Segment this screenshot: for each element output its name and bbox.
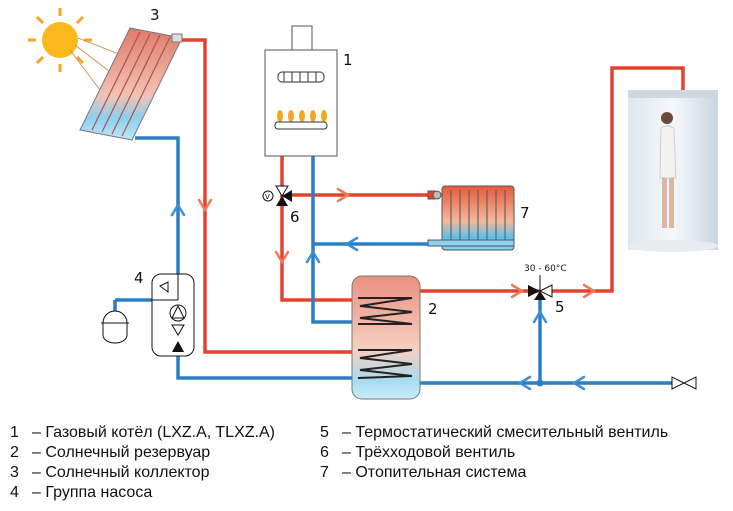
diagram-canvas: 3 — [28, 6, 718, 400]
legend-right: 5– Термостатический смесительный вентиль… — [320, 423, 668, 483]
legend-item: 2– Солнечный резервуар — [10, 444, 211, 461]
legend-item: 5– Термостатический смесительный вентиль — [320, 424, 669, 441]
legend-item: 7– Отопительная система — [320, 464, 527, 481]
radiator — [427, 185, 515, 251]
legend-item: 4– Группа насоса — [10, 484, 153, 501]
shutoff-valve-icon — [671, 376, 697, 390]
solar-collector — [79, 27, 183, 141]
temperature-range-label: 30 - 60°C — [524, 264, 567, 274]
solar-tank — [351, 275, 421, 400]
heating-label: 7 — [520, 204, 530, 222]
legend-left: 1– Газовый котёл (LXZ.A, TLXZ.A) 2– Солн… — [10, 423, 275, 503]
shower-cabin-image — [628, 90, 718, 252]
pump-group — [151, 273, 195, 357]
legend-item: 6– Трёхходовой вентиль — [320, 444, 516, 461]
collector-label: 3 — [150, 6, 160, 24]
svg-text:V: V — [265, 193, 270, 201]
legend-item: 1– Газовый котёл (LXZ.A, TLXZ.A) — [10, 424, 275, 441]
three-way-valve-label: 6 — [290, 208, 300, 226]
flow-arrows — [170, 187, 597, 391]
legend-item: 3– Солнечный коллектор — [10, 464, 210, 481]
boiler-label: 1 — [343, 51, 353, 69]
mixing-valve-label: 5 — [555, 298, 565, 316]
tank-label: 2 — [428, 300, 438, 318]
gas-boiler — [264, 25, 338, 157]
pump-group-label: 4 — [134, 269, 144, 287]
mixing-valve-icon — [528, 275, 553, 300]
three-way-valve-icon: V — [262, 185, 292, 206]
expansion-vessel-icon — [101, 310, 129, 344]
